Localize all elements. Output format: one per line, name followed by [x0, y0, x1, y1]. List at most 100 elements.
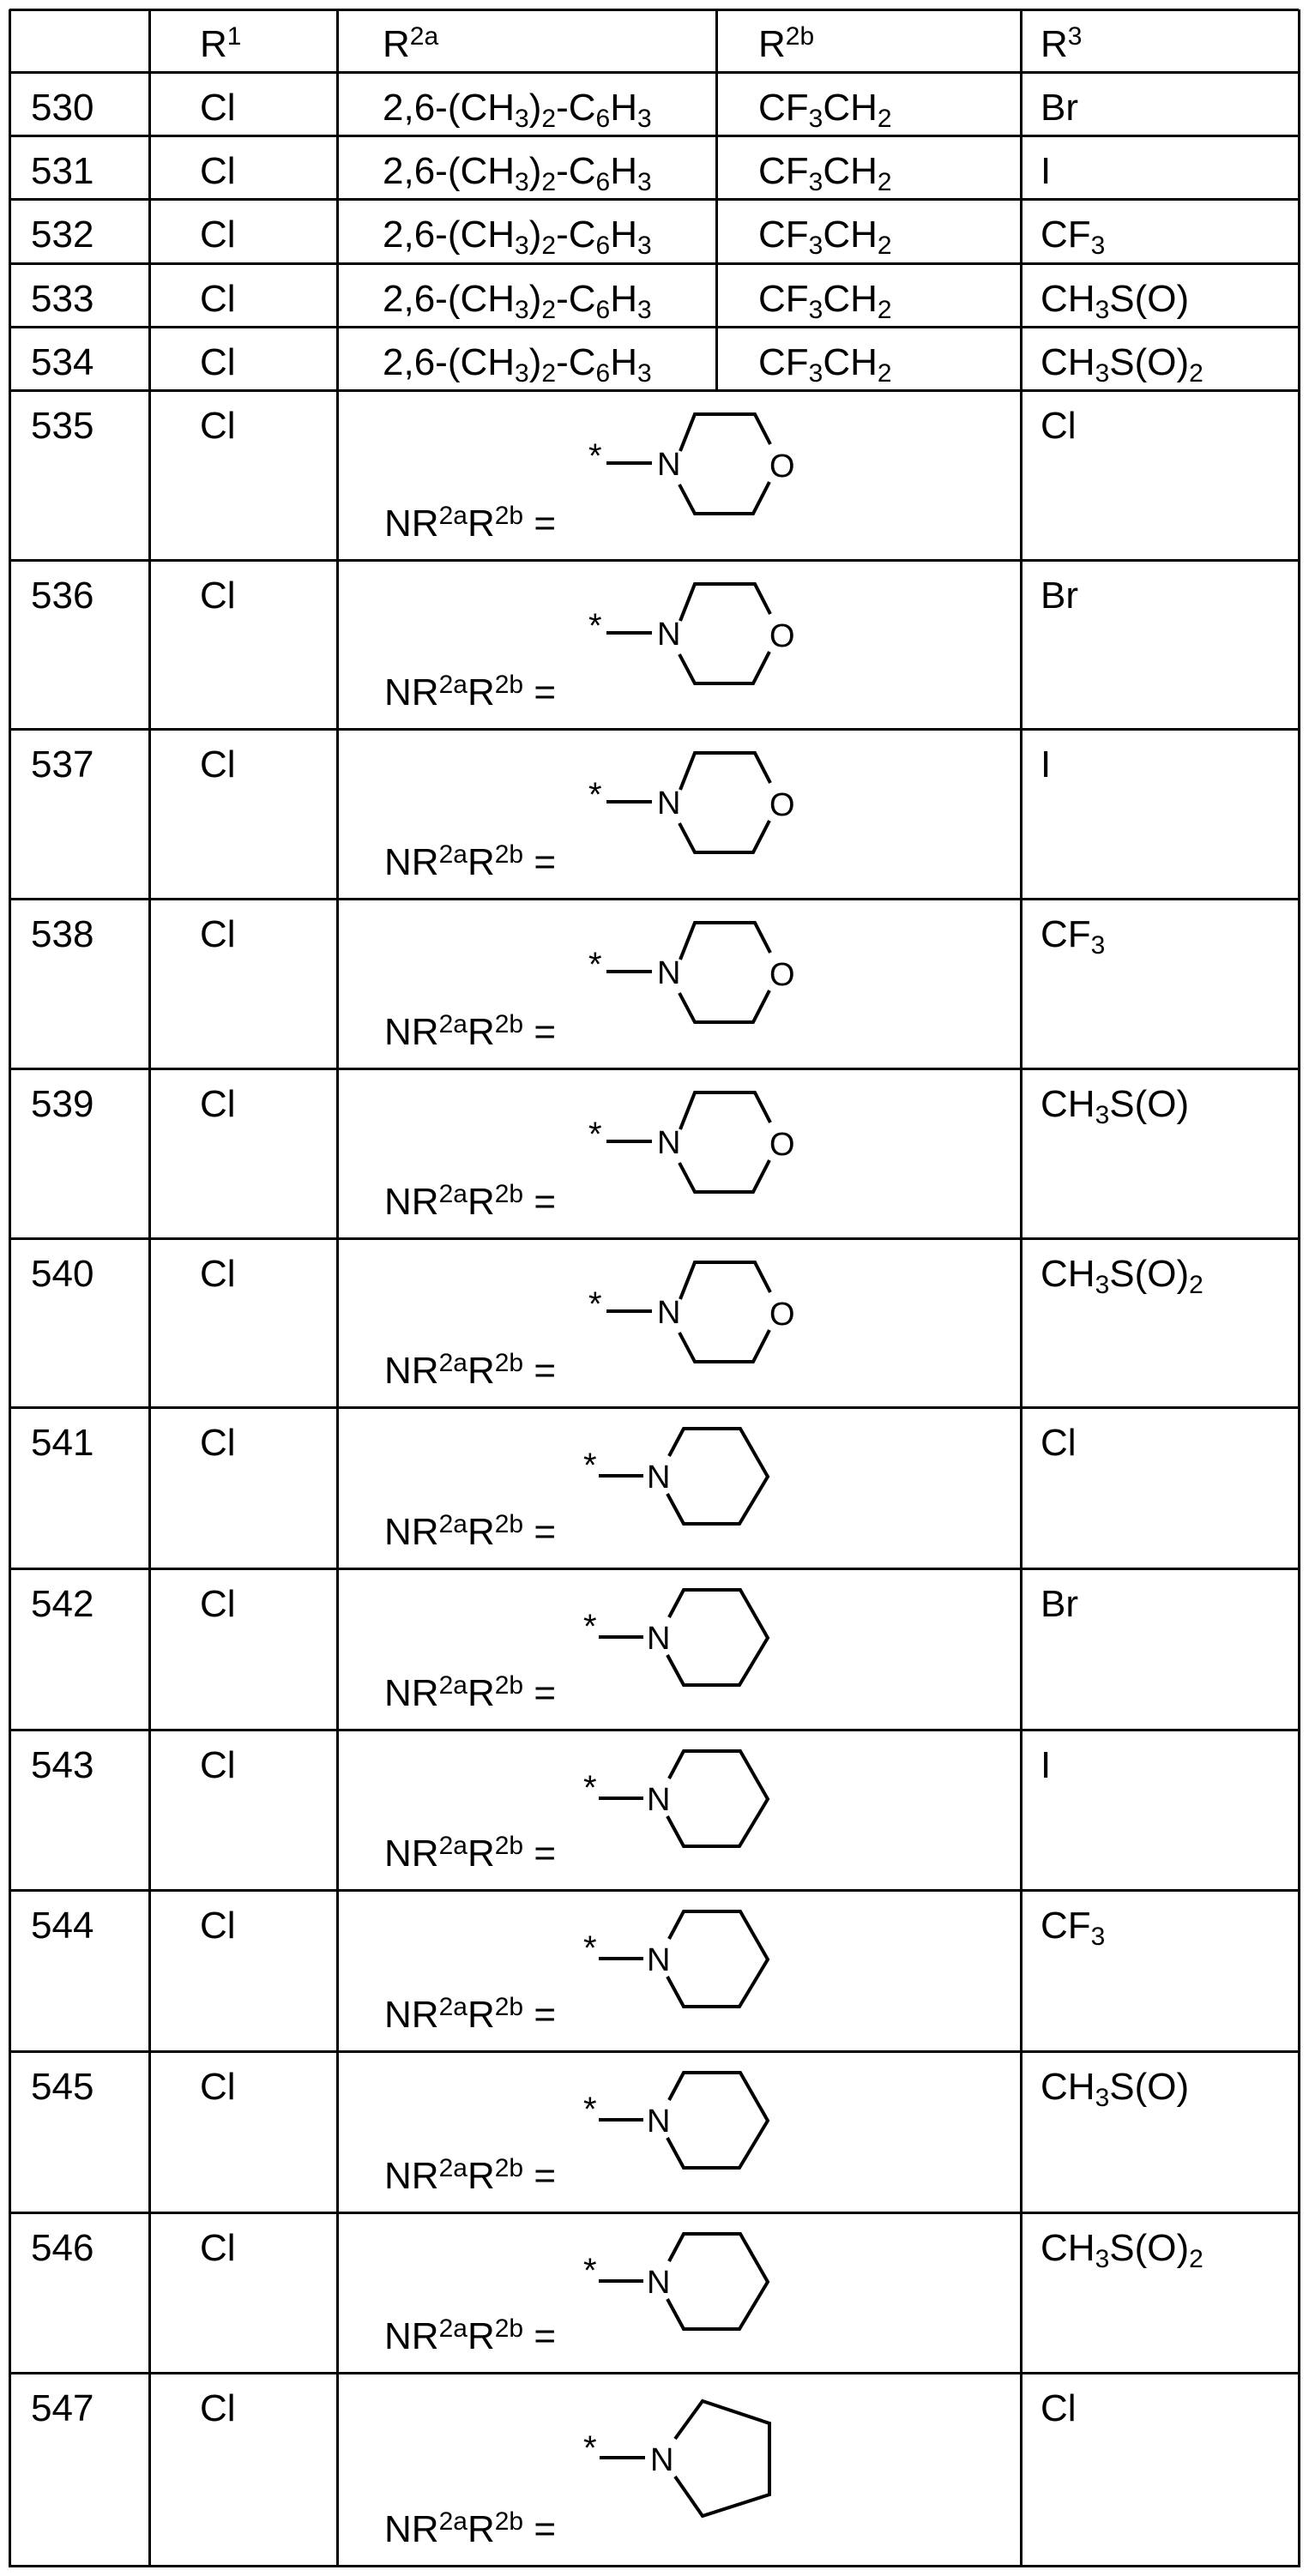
morpholine-structure-icon: * N O — [588, 751, 811, 873]
column-divider — [715, 9, 718, 392]
svg-text:N: N — [650, 2442, 673, 2478]
svg-text:N: N — [647, 2104, 670, 2140]
svg-text:O: O — [769, 1127, 795, 1163]
r1-value: Cl — [200, 1082, 236, 1125]
row-divider — [9, 1889, 1299, 1892]
r1-value: Cl — [200, 2387, 236, 2430]
row-divider — [9, 898, 1299, 900]
svg-text:N: N — [647, 2265, 670, 2301]
r2b-value: CF3CH2 — [758, 340, 892, 388]
r1-value: Cl — [200, 574, 236, 617]
r1-value: Cl — [200, 340, 236, 383]
svg-text:N: N — [647, 1942, 670, 1978]
row-divider — [9, 2212, 1299, 2214]
r1-value: Cl — [200, 913, 236, 956]
r3-value: CH3S(O) — [1041, 1082, 1190, 1129]
nr2ar2b-label: NR2aR2b = — [384, 840, 557, 884]
svg-text:O: O — [769, 448, 795, 485]
r2a-value: 2,6-(CH3)2-C6H3 — [383, 87, 652, 133]
r1-value: Cl — [200, 743, 236, 786]
nr2ar2b-label: NR2aR2b = — [384, 1349, 557, 1393]
r3-value: CH3S(O) — [1041, 2066, 1190, 2112]
header-superscript: 3 — [1067, 22, 1083, 51]
r3-value: Br — [1041, 1582, 1078, 1625]
row-divider — [9, 1068, 1299, 1070]
header-superscript: 2b — [785, 22, 815, 51]
row-number: 531 — [31, 150, 94, 193]
svg-text:N: N — [647, 1621, 670, 1657]
svg-text:*: * — [583, 1769, 597, 1807]
header-superscript: 2a — [409, 22, 439, 51]
row-number: 535 — [31, 405, 94, 447]
svg-text:N: N — [657, 785, 680, 822]
header-r2a: R2a — [383, 24, 438, 63]
row-divider — [9, 728, 1299, 731]
piperidine-structure-icon: * N — [583, 1427, 789, 1540]
row-number: 547 — [31, 2387, 94, 2430]
row-number: 541 — [31, 1422, 94, 1465]
r1-value: Cl — [200, 150, 236, 193]
row-divider — [9, 198, 1299, 201]
r3-value: I — [1041, 743, 1052, 786]
r1-value: Cl — [200, 277, 236, 320]
r1-value: Cl — [200, 1743, 236, 1786]
column-divider — [1020, 9, 1022, 2567]
column-divider — [148, 9, 151, 2567]
r2a-value: 2,6-(CH3)2-C6H3 — [383, 340, 652, 388]
row-number: 542 — [31, 1582, 94, 1625]
nr2ar2b-label: NR2aR2b = — [384, 671, 557, 714]
nr2ar2b-label: NR2aR2b = — [384, 2153, 557, 2197]
row-divider — [9, 2050, 1299, 2053]
attachment-point-icon: * — [588, 607, 602, 645]
nr2ar2b-label: NR2aR2b = — [384, 2314, 557, 2358]
r3-value: Cl — [1041, 2387, 1077, 2430]
r3-value: I — [1041, 1743, 1052, 1786]
r3-value: Cl — [1041, 405, 1077, 447]
r2a-value: 2,6-(CH3)2-C6H3 — [383, 150, 652, 197]
svg-text:*: * — [583, 1929, 597, 1967]
attachment-point-icon: * — [588, 437, 602, 475]
row-number: 537 — [31, 743, 94, 786]
row-divider — [9, 1568, 1299, 1570]
nr2ar2b-label: NR2aR2b = — [384, 1832, 557, 1875]
r3-value: Br — [1041, 574, 1078, 617]
morpholine-structure-icon: * N O — [588, 412, 811, 534]
r2b-value: CF3CH2 — [758, 150, 892, 197]
row-divider — [9, 2372, 1299, 2374]
row-number: 544 — [31, 1905, 94, 1947]
svg-text:N: N — [657, 955, 680, 991]
r3-value: Br — [1041, 87, 1078, 129]
row-divider — [9, 135, 1299, 137]
header-r3: R3 — [1041, 24, 1082, 63]
svg-text:N: N — [647, 1782, 670, 1818]
morpholine-structure-icon: * N O — [588, 1090, 811, 1213]
r1-value: Cl — [200, 405, 236, 447]
svg-text:N: N — [657, 617, 680, 653]
nr2ar2b-label: NR2aR2b = — [384, 1670, 557, 1714]
svg-text:*: * — [583, 2252, 597, 2290]
nr2ar2b-label: NR2aR2b = — [384, 1509, 557, 1553]
nr2ar2b-label: NR2aR2b = — [384, 1179, 557, 1223]
row-number: 543 — [31, 1743, 94, 1786]
column-divider — [336, 9, 339, 2567]
r1-value: Cl — [200, 1905, 236, 1947]
row-divider — [9, 389, 1299, 392]
svg-text:N: N — [657, 1295, 680, 1331]
svg-text:N: N — [657, 1125, 680, 1161]
svg-text:N: N — [647, 1460, 670, 1496]
svg-text:N: N — [657, 447, 680, 483]
row-number: 530 — [31, 87, 94, 129]
header-label: R — [200, 23, 227, 65]
row-number: 534 — [31, 340, 94, 383]
piperidine-structure-icon: * N — [583, 2231, 789, 2345]
svg-text:O: O — [769, 618, 795, 654]
row-number: 546 — [31, 2226, 94, 2269]
row-divider — [9, 2565, 1299, 2567]
row-divider — [9, 1237, 1299, 1240]
morpholine-structure-icon: * N O — [588, 581, 811, 704]
row-number: 545 — [31, 2066, 94, 2108]
r3-value: CF3 — [1041, 214, 1106, 261]
row-divider — [9, 1729, 1299, 1731]
r3-value: CF3 — [1041, 1905, 1106, 1952]
row-number: 532 — [31, 214, 94, 256]
